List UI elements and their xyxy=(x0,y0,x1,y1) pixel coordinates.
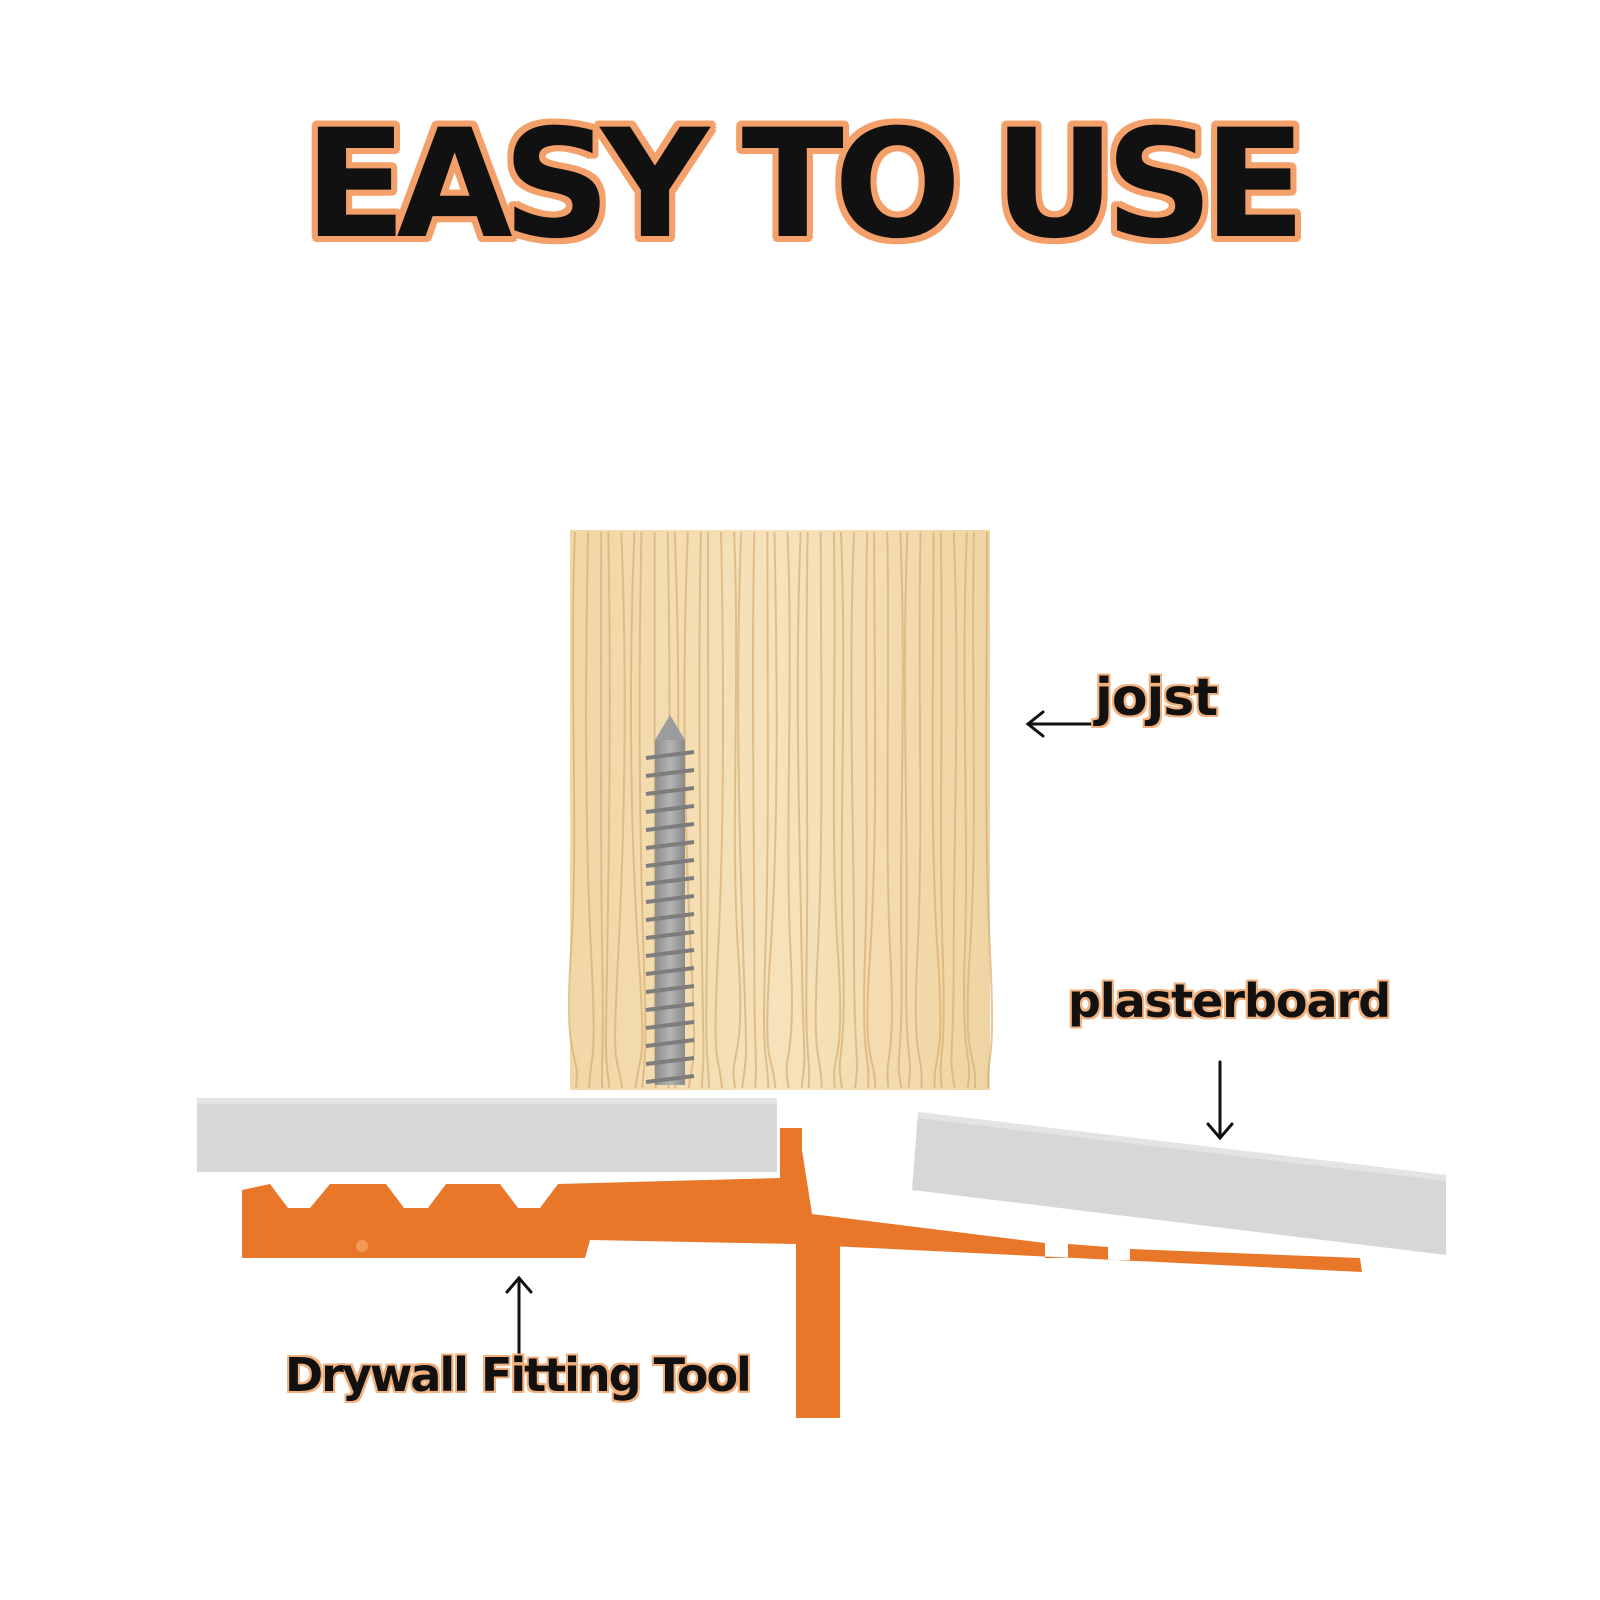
wood-grain-line xyxy=(732,531,742,1089)
joist-label: jojst xyxy=(1095,668,1218,728)
wood-grain-line xyxy=(897,531,904,1089)
screw-thread xyxy=(645,1074,695,1084)
screw-thread xyxy=(645,858,695,868)
tool-label: Drywall Fitting Tool xyxy=(285,1348,752,1402)
wood-grain-line xyxy=(886,531,893,1089)
screw-icon xyxy=(645,715,695,1085)
wood-grain-line xyxy=(796,531,806,1089)
screw-thread xyxy=(645,768,695,778)
arrow-left-icon xyxy=(1025,710,1107,738)
joist-block xyxy=(567,530,994,1090)
wood-grain-line xyxy=(963,531,971,1089)
screw-thread xyxy=(645,876,695,886)
arrow-up-icon xyxy=(505,1275,533,1362)
plasterboard-left xyxy=(197,1098,777,1172)
wood-grain-line xyxy=(903,531,911,1089)
plasterboard-right xyxy=(912,1112,1446,1255)
wood-grain-line xyxy=(950,531,958,1089)
wood-grain-line xyxy=(599,531,604,1089)
wood-grain-line xyxy=(785,531,793,1089)
wood-grain-line xyxy=(814,531,823,1089)
wood-grain-line xyxy=(866,531,877,1089)
wood-grain-line xyxy=(751,531,757,1089)
screw-thread xyxy=(645,840,695,850)
wood-grain-line xyxy=(766,531,778,1089)
wood-grain-line xyxy=(638,531,647,1089)
wood-grain-line xyxy=(629,531,644,1089)
headline: EASY TO USE xyxy=(304,98,1306,272)
wood-grain-line xyxy=(914,531,923,1089)
screw-thread xyxy=(645,984,695,994)
screw-thread xyxy=(645,1020,695,1030)
wood-grain-line xyxy=(863,531,870,1089)
screw-thread xyxy=(645,1056,695,1066)
wood-grain-line xyxy=(698,531,705,1089)
wood-grain-line xyxy=(653,532,657,1089)
wood-grain-line xyxy=(985,531,994,1089)
screw-thread xyxy=(645,1002,695,1012)
wood-grain-line xyxy=(966,531,977,1089)
wood-grain-line xyxy=(805,531,811,1089)
screw-thread xyxy=(645,822,695,832)
wood-grain-line xyxy=(838,531,845,1089)
screw-thread xyxy=(645,804,695,814)
screw-thread xyxy=(645,786,695,796)
wood-grain-line xyxy=(763,531,770,1089)
screw-thread xyxy=(645,948,695,958)
screw-thread xyxy=(645,930,695,940)
arrow-down-icon xyxy=(1206,1060,1234,1141)
screw-thread xyxy=(645,966,695,976)
wood-grain-line xyxy=(939,531,945,1089)
screw-thread xyxy=(645,750,695,760)
wood-grain-line xyxy=(567,531,578,1089)
wood-grain-line xyxy=(850,531,859,1089)
drywall-fitting-tool xyxy=(242,1128,1362,1418)
wood-grain-line xyxy=(604,531,611,1089)
wood-grain-line xyxy=(737,531,748,1089)
wood-grain-line xyxy=(931,531,942,1089)
wood-grain-line xyxy=(585,531,595,1089)
wood-grain-line xyxy=(705,531,710,1089)
screw-thread xyxy=(645,912,695,922)
wood-grain-line xyxy=(832,531,842,1089)
screw-thread xyxy=(645,1038,695,1048)
wood-grain-line xyxy=(714,531,725,1089)
screw-thread xyxy=(645,894,695,904)
plasterboard-label: plasterboard xyxy=(1068,974,1391,1028)
wood-grain-line xyxy=(614,531,626,1089)
